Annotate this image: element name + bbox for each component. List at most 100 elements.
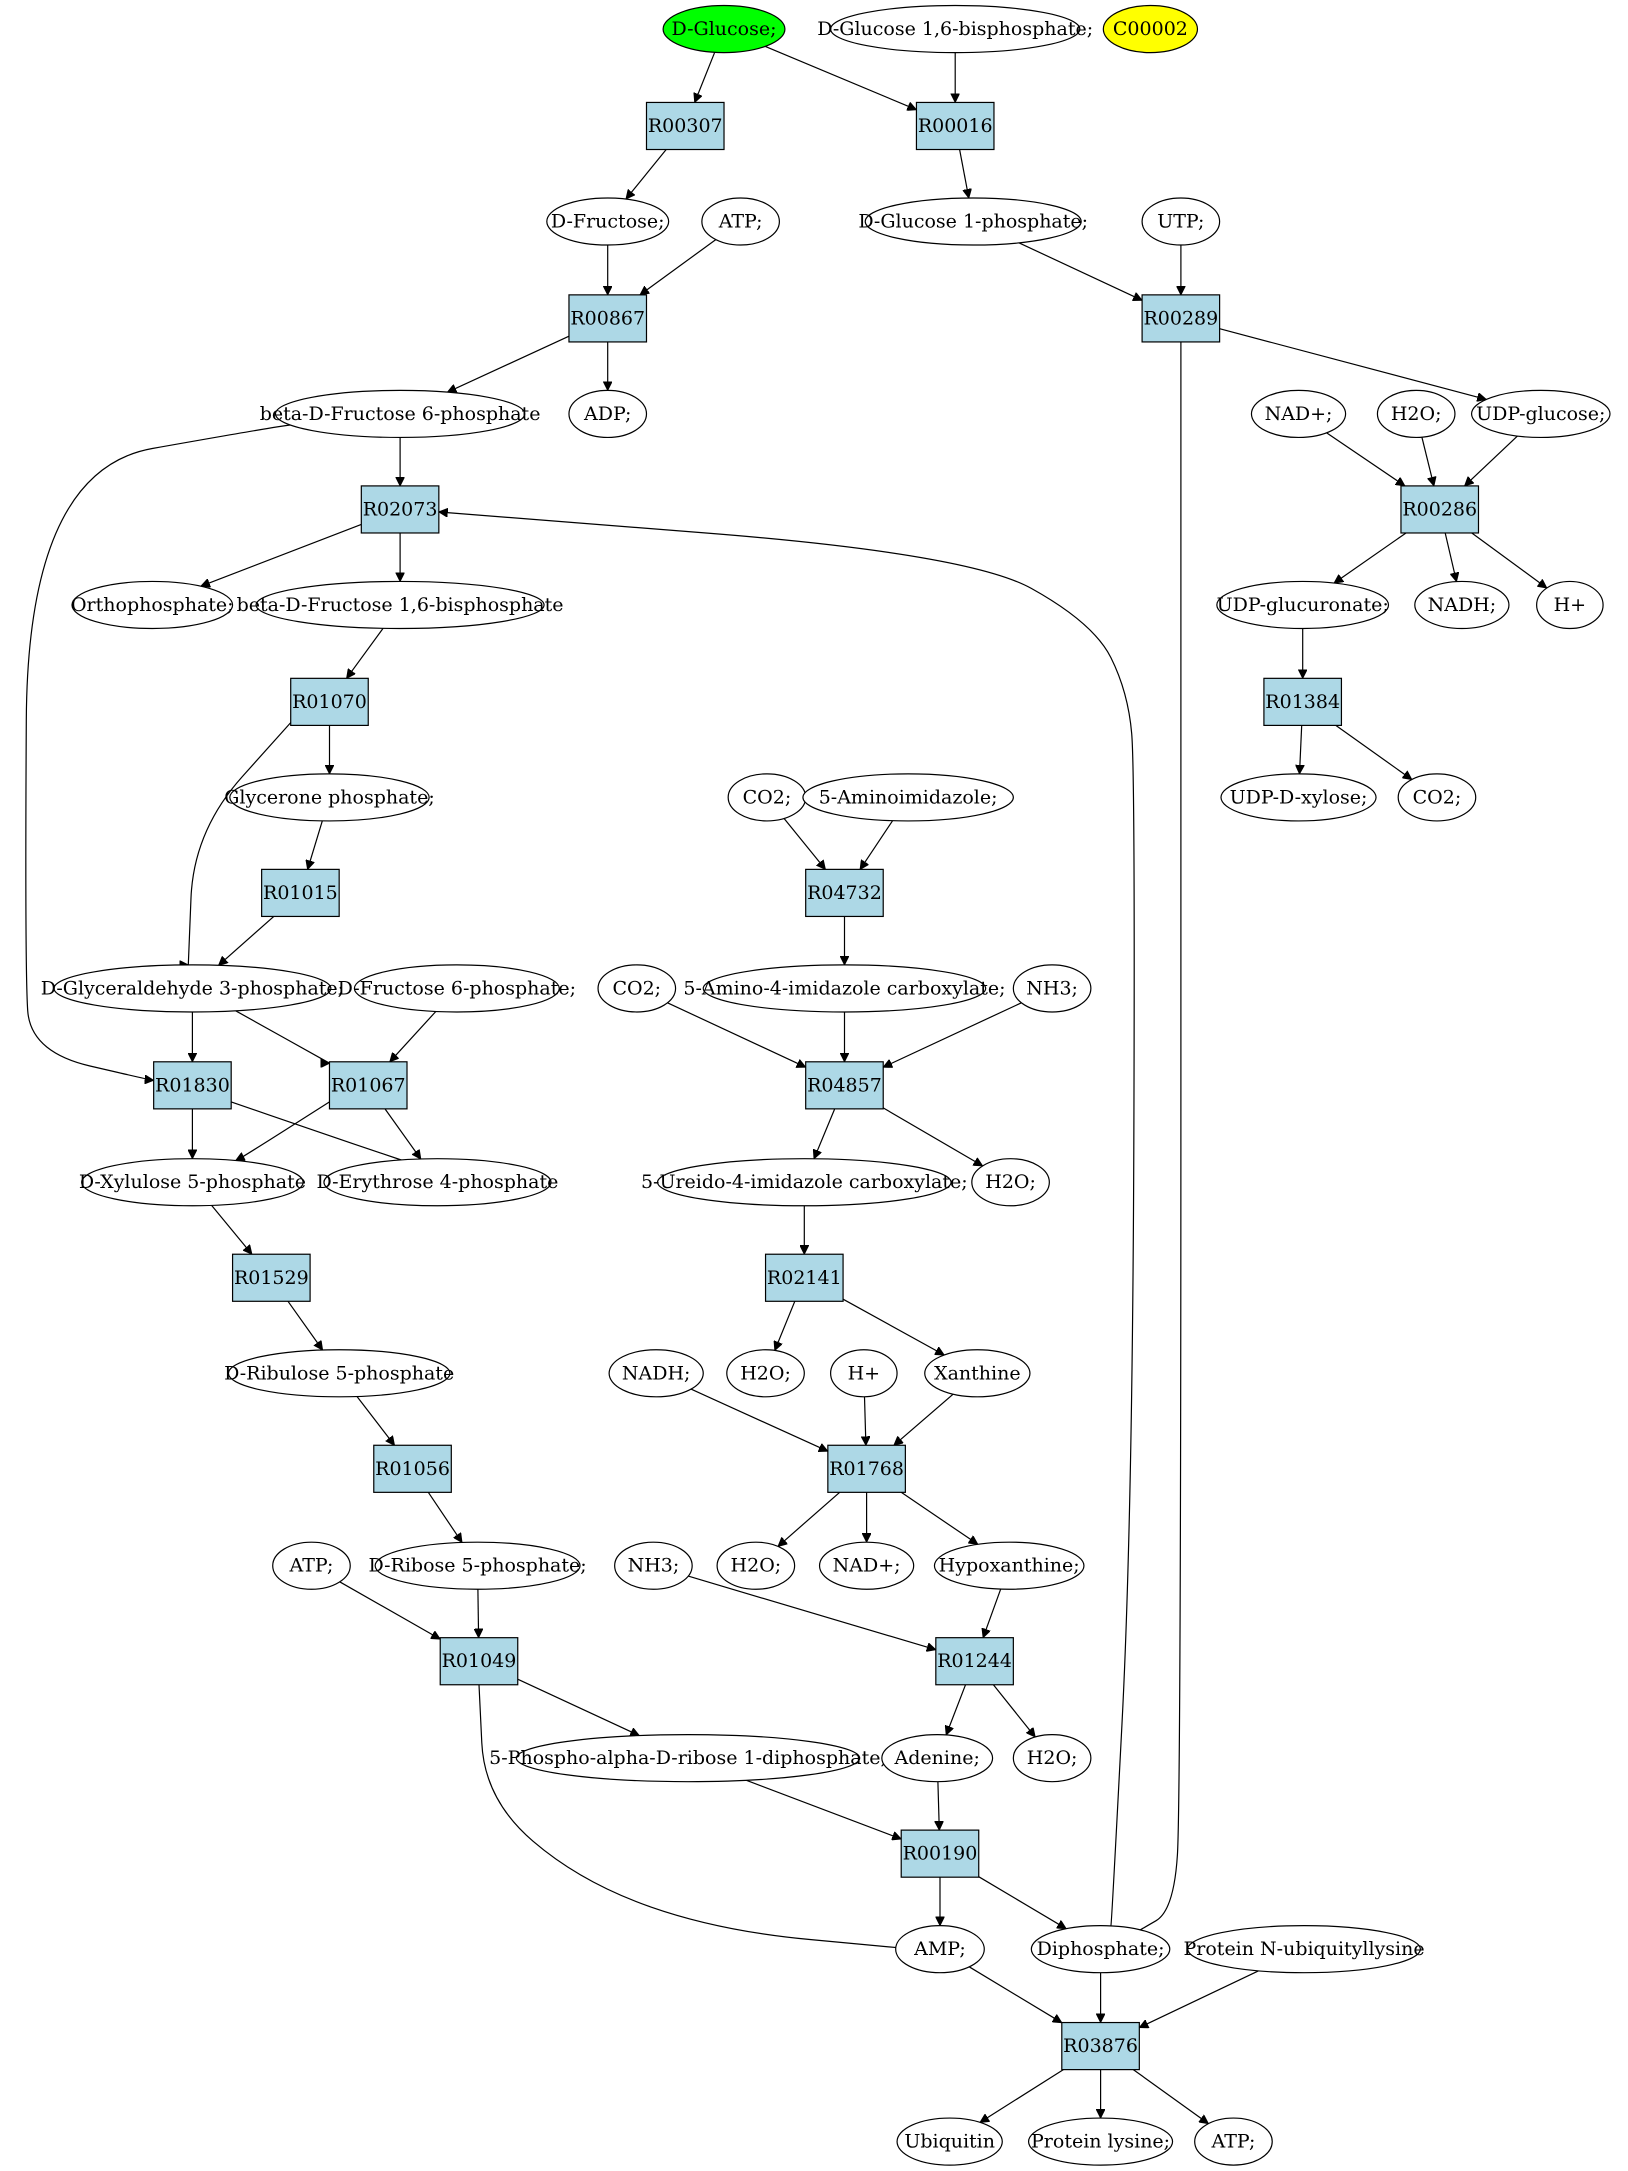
edge-glucose-to-R00307 [695,52,716,102]
edge-hplus_b-to-R01768 [865,1396,866,1446]
compound-node-nadh_b: NADH; [608,1349,704,1398]
edge-R01049-to-amp [478,1684,898,1948]
node-label: 5-Amino-4-imidazole carboxylate; [683,977,1005,999]
compound-ellipse [374,1541,581,1590]
compound-node-r5p: D-Ribose 5-phosphate; [369,1541,587,1590]
edge-glc1p-to-R00289 [1018,242,1142,300]
compound-node-udpglcu: UDP-glucuronate; [1216,580,1390,630]
compound-ellipse [1397,773,1477,822]
reaction-node-R01529: R01529 [231,1253,311,1302]
node-label: R01830 [155,1074,230,1096]
reaction-node-R01830: R01830 [153,1061,232,1110]
compound-node-h2o_b: H2O; [971,1158,1050,1207]
compound-node-nh3_b: NH3; [614,1541,693,1590]
node-label: D-Glucose; [672,18,777,40]
edge-nh3_b-to-R01244 [688,1575,936,1650]
reaction-node-R01015: R01015 [261,868,340,918]
reaction-node-R01056: R01056 [373,1444,452,1493]
compound-ellipse [353,964,560,1013]
reaction-box [1061,2021,1140,2071]
compound-ellipse [662,4,786,54]
edge-R01244-to-h2o_e [992,1684,1035,1737]
node-label: Adenine; [894,1747,980,1769]
reaction-box [153,1061,232,1110]
reaction-box [827,1444,906,1493]
edge-xanthine-to-R01768 [894,1393,954,1445]
node-label: NAD+; [833,1555,901,1577]
edge-pnubl-to-R03876 [1139,1970,1259,2028]
node-label: Xanthine [934,1362,1021,1384]
reaction-box [261,868,340,918]
reaction-node-R00190: R00190 [900,1829,980,1878]
edge-R02073-to-orthop [201,523,362,586]
edge-R01384-to-co2_b [1335,724,1412,779]
compound-ellipse [1376,389,1456,439]
compound-node-h2o_d: H2O; [716,1541,796,1590]
edge-R01830-to-e4p [231,1101,401,1160]
compound-ellipse [881,1733,994,1783]
edge-co2_a-to-R04732 [783,818,825,870]
reaction-box [1400,485,1480,534]
node-label: H2O; [1391,403,1442,425]
edge-R00289-to-udpglc [1219,328,1487,400]
edge-R00289-to-diphos [1139,341,1182,1931]
node-label: H2O; [985,1171,1036,1193]
reaction-node-R00867: R00867 [568,294,648,343]
reaction-box [231,1253,311,1302]
node-label: D-Fructose; [551,210,665,232]
compound-node-e4p: D-Erythrose 4-phosphate [317,1158,558,1207]
node-label: 5-Ureido-4-imidazole carboxylate; [641,1171,968,1193]
compound-ellipse [515,1733,861,1783]
edge-R01049-to-prpp [517,1678,640,1735]
compound-node-xanthine: Xanthine [924,1349,1031,1398]
compound-node-f6p: D-Fructose 6-phosphate; [338,964,576,1013]
compound-ellipse [864,197,1082,246]
node-label: D-Glucose 1,6-bisphosphate; [817,18,1093,40]
node-label: D-Glyceraldehyde 3-phosphate; [41,977,344,999]
edge-glyp-to-R01015 [308,820,323,870]
reaction-node-R01067: R01067 [328,1061,408,1110]
compound-ellipse [656,1158,952,1207]
compound-node-nadh_a: NADH; [1414,580,1510,630]
node-label: R01070 [292,691,367,713]
compound-node-bf16bp: beta-D-Fructose 1,6-bisphosphate [237,580,564,630]
reaction-box [805,868,884,918]
compound-node-ubiquitin: Ubiquitin [896,2117,1003,2166]
compound-ellipse [1030,1925,1171,1974]
node-label: NADH; [1428,594,1497,616]
edge-R00016-to-glc1p [959,149,969,199]
node-label: R00289 [1143,307,1218,329]
edge-h2o_a-to-R00286 [1421,437,1434,486]
edge-aminoimid-to-R04732 [860,820,894,870]
node-label: D-Glucose 1-phosphate; [858,210,1088,232]
reaction-node-R01244: R01244 [935,1637,1014,1686]
node-label: R00307 [648,115,723,137]
node-label: CO2; [1413,786,1462,808]
reaction-box [1263,677,1343,727]
compound-node-nadp_b: NAD+; [818,1541,915,1590]
reaction-box [915,101,995,151]
compound-ellipse [971,1158,1050,1207]
compound-node-hplus_b: H+ [830,1349,898,1398]
compound-node-h2o_e: H2O; [1012,1733,1092,1783]
edge-xu5p-to-R01529 [211,1205,252,1254]
node-label: H2O; [1027,1747,1078,1769]
compound-ellipse [272,1541,351,1590]
compound-node-nadp: NAD+; [1250,389,1347,439]
reaction-box [568,294,648,343]
compound-node-fructose: D-Fructose; [546,197,670,246]
node-label: NAD+; [1265,403,1333,425]
compound-ellipse [1027,2117,1174,2166]
node-label: UTP; [1157,210,1204,232]
edge-R01768-to-hypox [900,1491,978,1544]
compound-ellipse [323,1158,552,1207]
reaction-node-R02073: R02073 [360,485,440,534]
edge-amp-to-R03876 [968,1966,1062,2023]
compound-ellipse [830,1349,898,1398]
compound-ellipse [1141,197,1221,246]
compound-node-co2_c: CO2; [597,964,677,1013]
compound-ellipse [818,1541,915,1590]
edge-R01768-to-h2o_d [778,1491,841,1546]
compound-node-hypox: Hypoxanthine; [933,1541,1085,1590]
edge-g3p-to-R01067 [235,1010,330,1064]
